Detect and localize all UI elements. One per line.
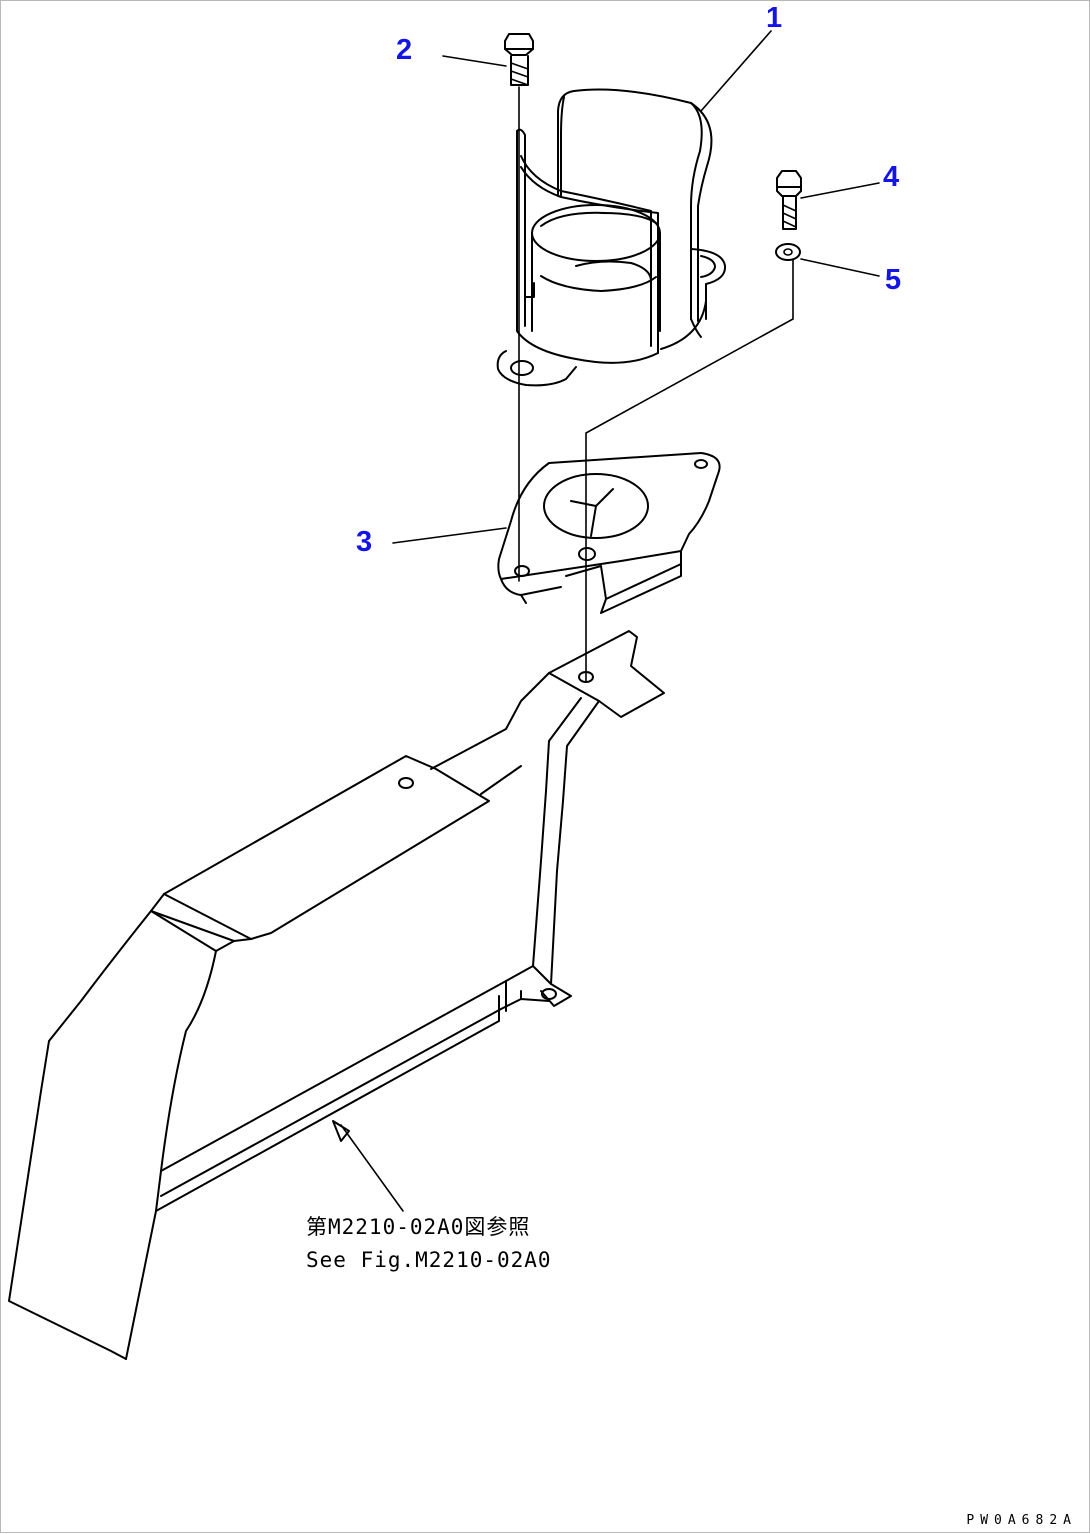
reference-note-en: See Fig.M2210-02A0 — [306, 1248, 552, 1272]
part-4-bolt — [776, 170, 802, 230]
leader-note-arrowhead — [332, 1120, 350, 1142]
reference-note-jp: 第M2210-02A0図参照 — [306, 1215, 531, 1239]
part-5-washer — [585, 243, 801, 682]
leader-lines — [332, 30, 880, 1212]
leader-2 — [442, 55, 507, 67]
mounting-frame — [8, 630, 665, 1360]
callout-4: 4 — [883, 161, 900, 193]
leader-note — [340, 1124, 404, 1212]
callout-1: 1 — [766, 2, 783, 34]
leader-1 — [700, 30, 772, 112]
drawing-code: PW0A682A — [966, 1513, 1077, 1528]
leader-3 — [392, 527, 507, 544]
callout-2: 2 — [396, 34, 413, 66]
part-1-holder — [496, 88, 727, 387]
part-3-bracket — [497, 452, 721, 614]
callout-3: 3 — [356, 526, 373, 558]
leader-4 — [800, 182, 880, 199]
leader-5 — [800, 258, 880, 277]
callout-5: 5 — [885, 264, 902, 296]
